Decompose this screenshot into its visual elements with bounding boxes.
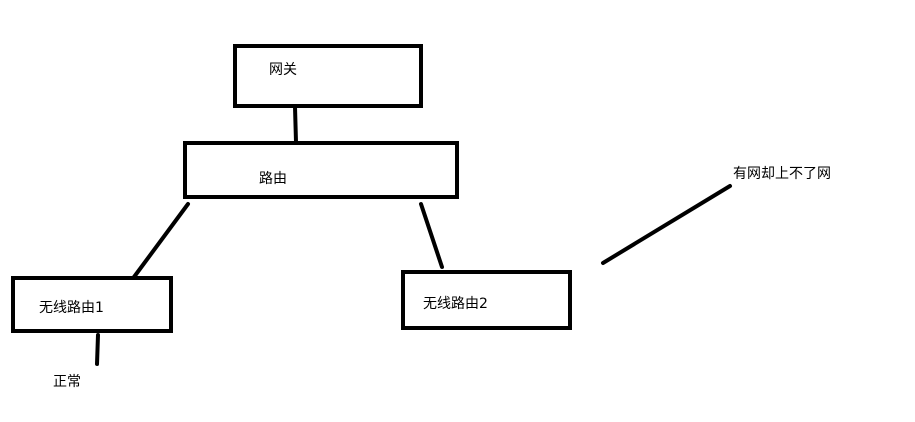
gateway-label: 网关 (269, 62, 297, 78)
problem-annotation: 有网却上不了网 (733, 166, 831, 182)
normal-status-annotation: 正常 (53, 374, 81, 390)
wireless-router-2-node: 无线路由2 (401, 270, 572, 330)
wireless-router-1-node: 无线路由1 (11, 276, 173, 333)
wireless1-status-connector (95, 333, 100, 366)
router-node: 路由 (183, 141, 459, 199)
wireless2-annotation-connector (601, 184, 732, 265)
gateway-router-connector (293, 105, 298, 144)
wireless-router-2-label: 无线路由2 (423, 296, 488, 312)
router-wireless1-connector (132, 202, 190, 279)
wireless-router-1-label: 无线路由1 (39, 300, 104, 316)
gateway-node: 网关 (233, 44, 423, 108)
router-label: 路由 (259, 171, 287, 187)
router-wireless2-connector (419, 202, 444, 269)
